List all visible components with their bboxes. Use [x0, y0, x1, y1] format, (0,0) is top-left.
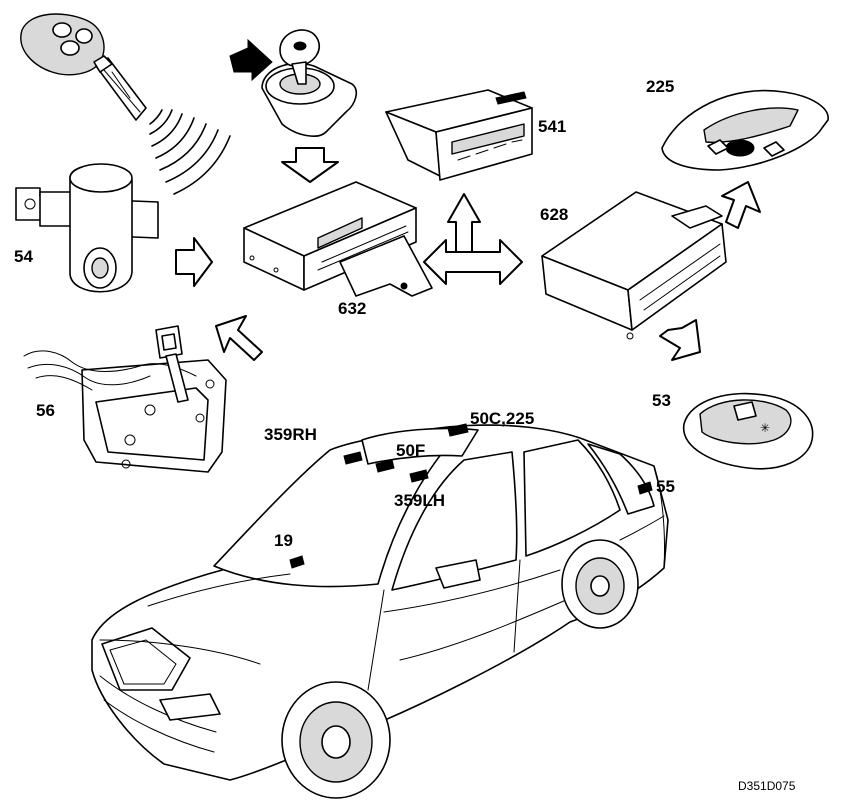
- callout-50f: 50F: [396, 441, 425, 460]
- callout-55: 55: [656, 477, 675, 496]
- diagram-code: D351D075: [738, 779, 796, 793]
- arrow-right-54: [175, 237, 213, 287]
- callout-50c-225: 50C,225: [470, 409, 534, 428]
- label-225: 225: [646, 77, 674, 96]
- label-628: 628: [540, 205, 568, 224]
- display-unit-541: [385, 89, 533, 181]
- signal-waves: [149, 109, 231, 195]
- callout-359lh: 359LH: [394, 491, 445, 510]
- arrow-diagonal-56: [215, 315, 263, 361]
- alarm-module-628: [541, 191, 727, 340]
- sensor-unit-53: ✳: [683, 392, 814, 470]
- label-632: 632: [338, 299, 366, 318]
- ignition-switch-icon: [229, 29, 358, 137]
- interior-light-225: [661, 89, 829, 171]
- door-switch-54: [15, 163, 159, 293]
- key-fob-icon: [20, 13, 147, 121]
- arrow-down: [281, 147, 339, 183]
- door-lock-56: [23, 325, 227, 473]
- callout-359rh: 359RH: [264, 425, 317, 444]
- sun-symbol: ✳: [760, 421, 770, 435]
- label-541: 541: [538, 117, 566, 136]
- label-53: 53: [652, 391, 671, 410]
- control-module-632: [243, 181, 433, 297]
- label-54: 54: [14, 247, 33, 266]
- label-56: 56: [36, 401, 55, 420]
- arrow-up: [447, 193, 481, 257]
- arrow-double-horizontal: [423, 239, 523, 285]
- arrow-to-225: [721, 181, 761, 229]
- arrow-to-53: [659, 319, 701, 361]
- car-illustration: [91, 423, 669, 799]
- callout-19: 19: [274, 531, 293, 550]
